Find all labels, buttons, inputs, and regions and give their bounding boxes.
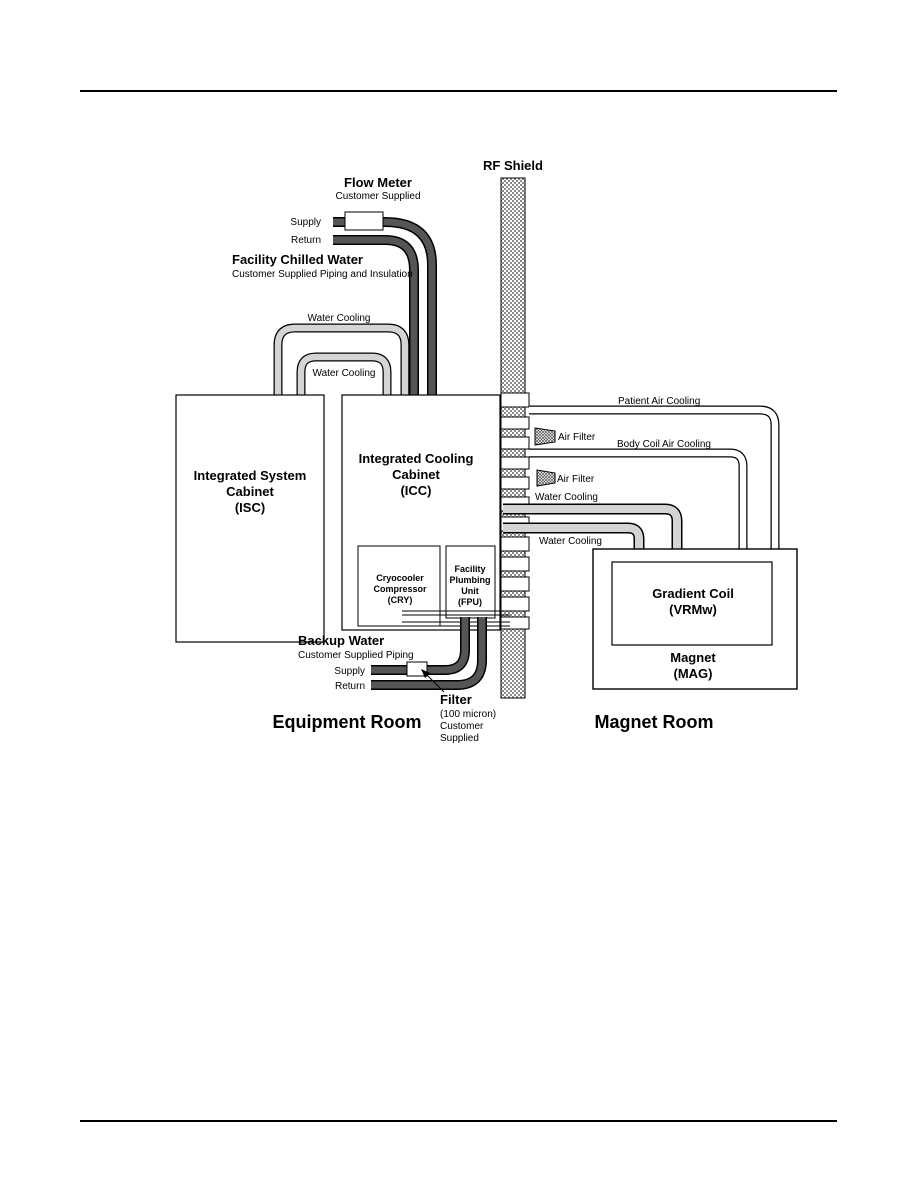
facility-chilled-water-label: Facility Chilled Water — [232, 252, 363, 267]
chilled-water-pipes — [333, 217, 437, 395]
filter-box — [406, 661, 428, 677]
icc-label-2: Cabinet — [392, 467, 440, 482]
header-rule — [80, 90, 837, 92]
fpu-box — [445, 545, 496, 619]
patient-air-cooling-label: Patient Air Cooling — [618, 396, 700, 407]
water-cooling-outer-label: Water Cooling — [308, 313, 371, 324]
isc-label-3: (ISC) — [235, 500, 265, 515]
filter-label: Filter — [440, 692, 472, 707]
cry-label-1: Cryocooler — [376, 573, 424, 583]
air-filter-icon — [534, 427, 556, 446]
cry-label-2: Compressor — [373, 584, 427, 594]
isc-label-1: Integrated System — [194, 468, 307, 483]
water-cooling-mag2-label: Water Cooling — [539, 536, 602, 547]
filter-arrowhead — [421, 669, 430, 678]
footer-rule — [80, 1120, 837, 1122]
filter-sub-2: Customer — [440, 721, 484, 732]
backup-water-sub: Customer Supplied Piping — [298, 650, 414, 661]
supply-label-top: Supply — [290, 217, 321, 228]
icc-label-3: (ICC) — [400, 483, 431, 498]
cry-box — [357, 545, 441, 627]
body-coil-air-duct — [529, 448, 748, 550]
fpu-label-3: Unit — [461, 586, 479, 596]
water-cooling-loops — [273, 323, 410, 395]
return-label-bottom: Return — [335, 681, 365, 692]
facility-chilled-water-sub: Customer Supplied Piping and Insulation — [232, 269, 413, 280]
icc-label-1: Integrated Cooling — [359, 451, 474, 466]
backup-water-pipes — [371, 617, 487, 690]
magnet-label-2: (MAG) — [674, 666, 713, 681]
water-cooling-inner-label: Water Cooling — [313, 368, 376, 379]
rf-shield-label: RF Shield — [483, 158, 543, 173]
magnet-room-label: Magnet Room — [595, 712, 714, 732]
water-cooling-mag1-label: Water Cooling — [535, 492, 598, 503]
flow-meter-sub: Customer Supplied — [335, 191, 420, 202]
air-filter-label-1: Air Filter — [558, 432, 596, 443]
air-filter-icon — [536, 469, 556, 487]
cry-hoses — [402, 610, 510, 627]
supply-label-bottom: Supply — [334, 666, 365, 677]
fpu-label-4: (FPU) — [458, 597, 482, 607]
magnet-label-1: Magnet — [670, 650, 716, 665]
isc-label-2: Cabinet — [226, 484, 274, 499]
filter-pointer — [424, 672, 445, 693]
air-filter-label-2: Air Filter — [557, 474, 595, 485]
gradient-coil-label-2: (VRMw) — [669, 602, 717, 617]
gradient-coil-box — [611, 561, 773, 646]
flow-meter-label: Flow Meter — [344, 175, 412, 190]
cry-label-3: (CRY) — [388, 595, 413, 605]
filter-sub-3: Supplied — [440, 733, 479, 744]
return-label-top: Return — [291, 235, 321, 246]
flow-meter-box — [344, 211, 384, 231]
equipment-room-label: Equipment Room — [273, 712, 422, 732]
body-coil-air-cooling-label: Body Coil Air Cooling — [617, 439, 711, 450]
gradient-water-pipes — [503, 503, 683, 565]
fpu-label-1: Facility — [454, 564, 485, 574]
isc-cabinet — [175, 394, 325, 643]
gradient-coil-label-1: Gradient Coil — [652, 586, 734, 601]
backup-water-label: Backup Water — [298, 633, 384, 648]
filter-sub-1: (100 micron) — [440, 709, 496, 720]
fpu-label-2: Plumbing — [450, 575, 491, 585]
patient-air-duct — [529, 405, 780, 550]
